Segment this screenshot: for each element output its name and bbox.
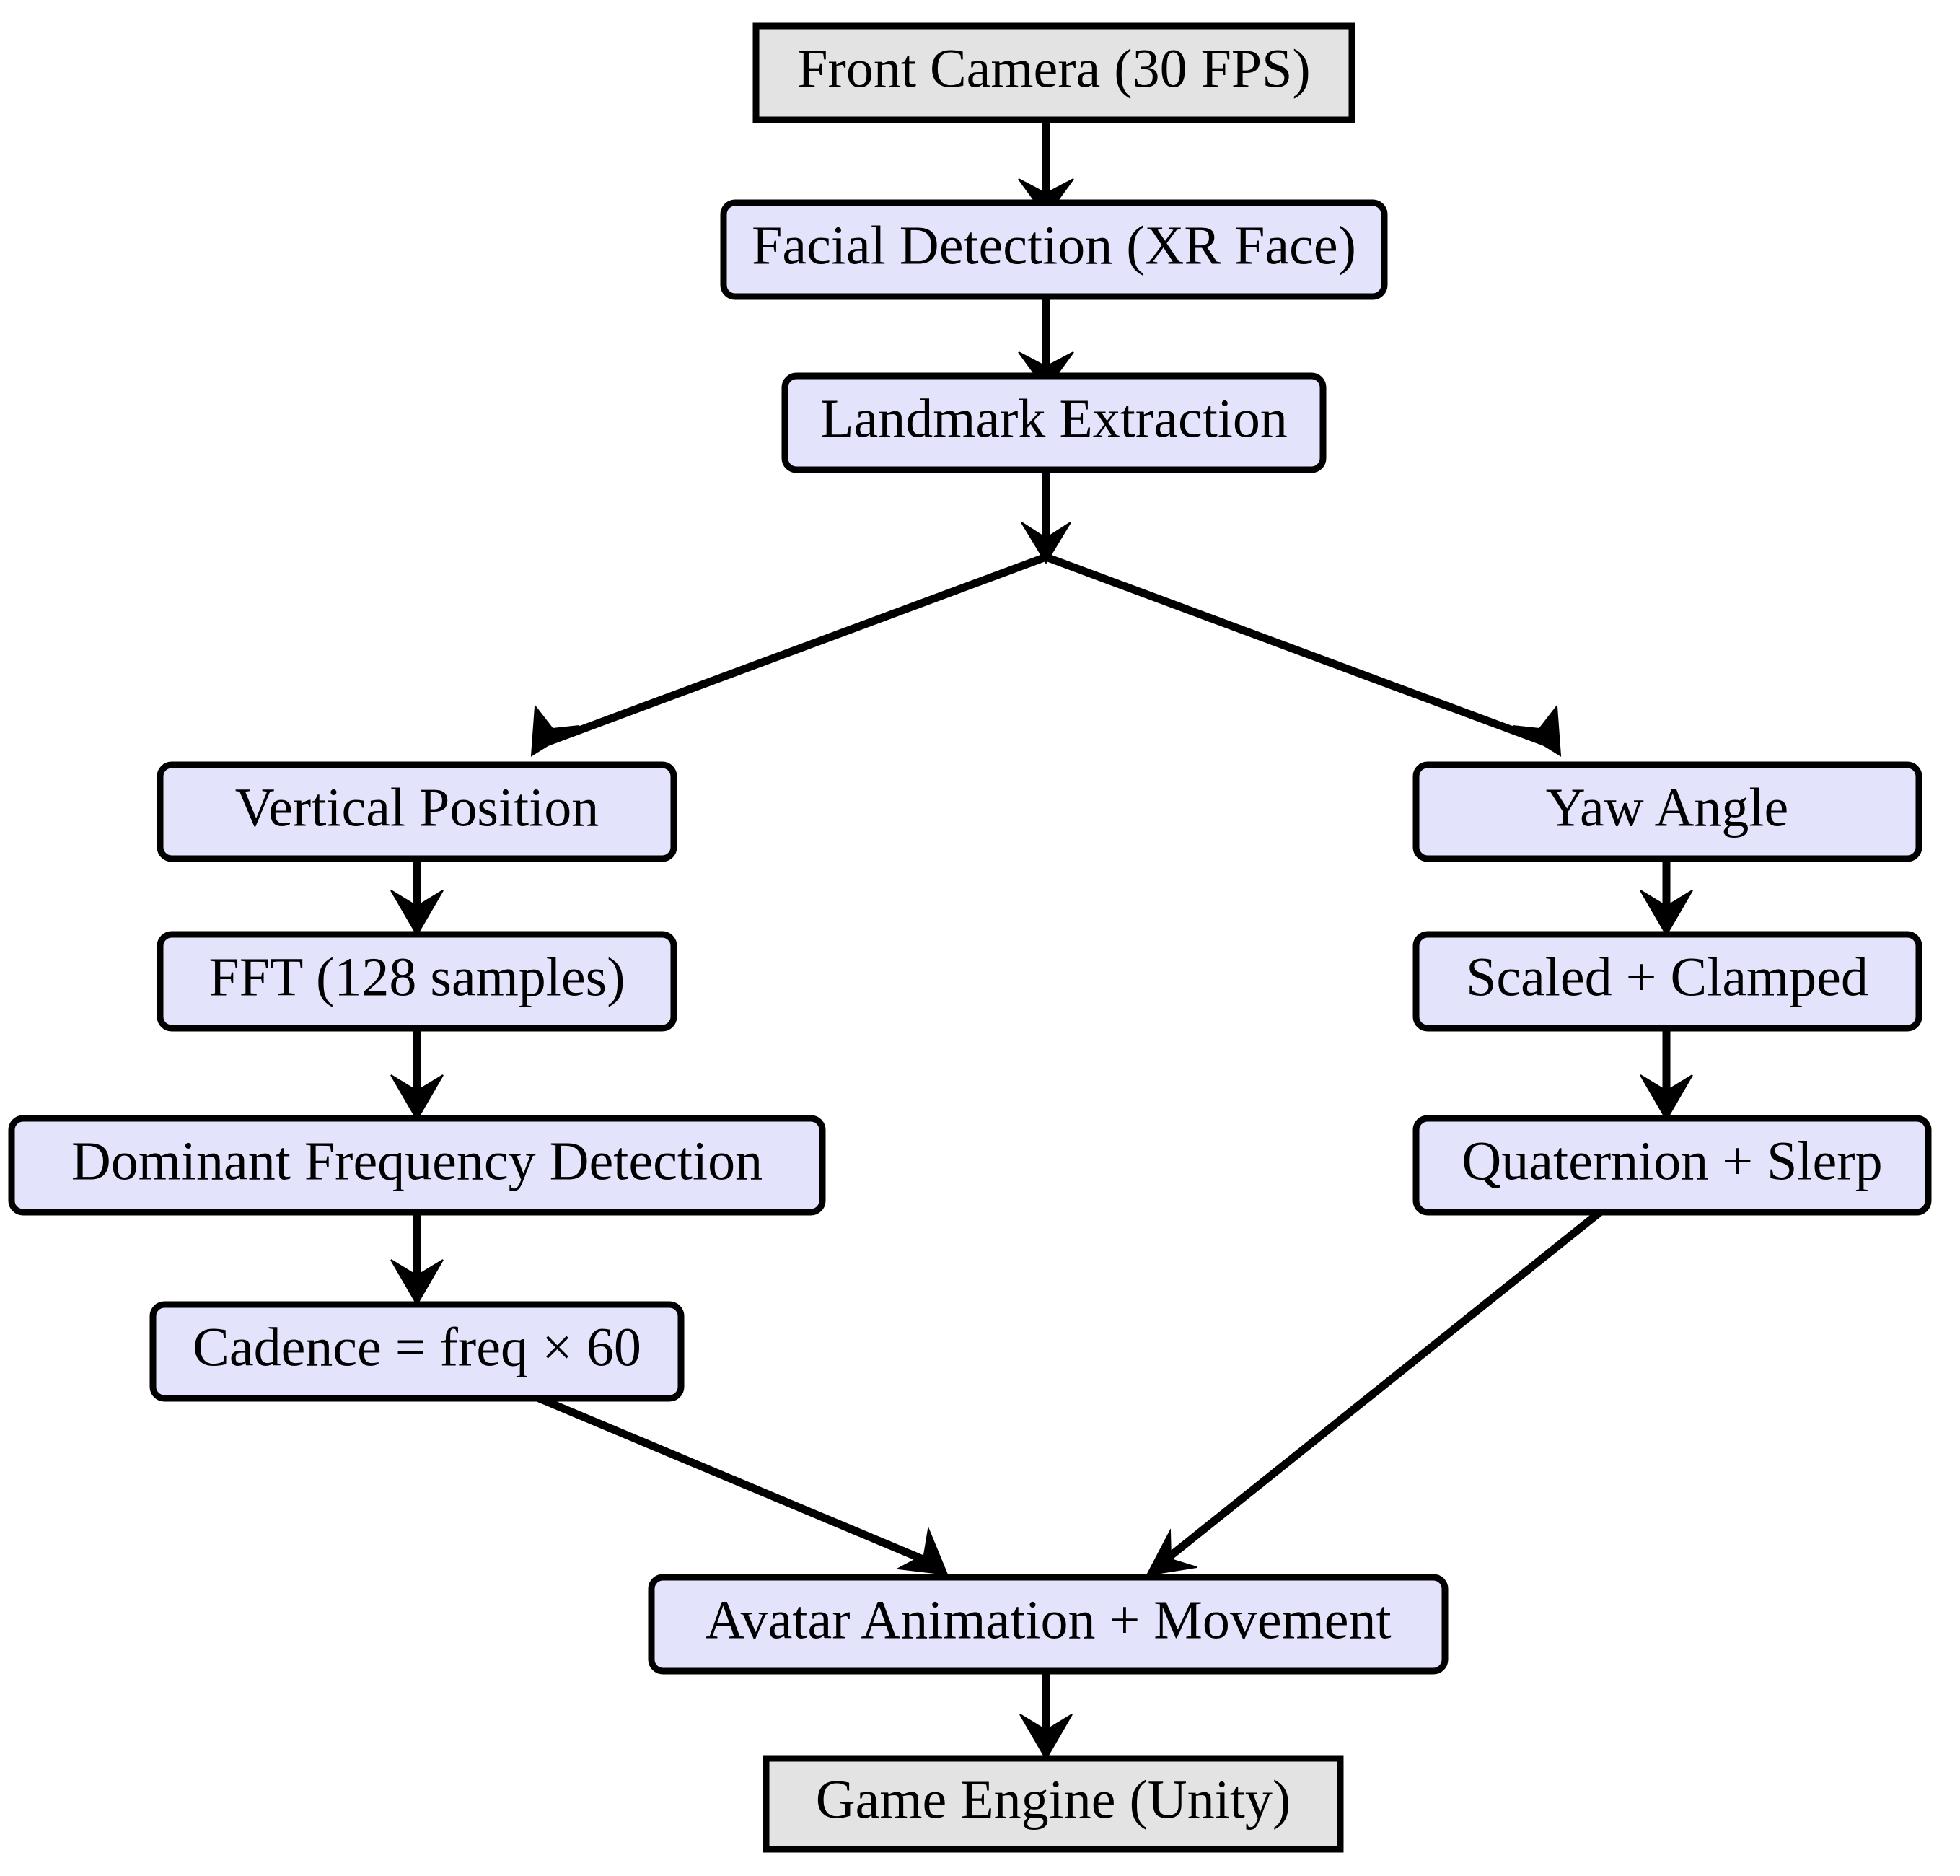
node-facial-detection-shape[interactable] [720,199,1388,300]
node-landmark-extraction-shape[interactable] [781,372,1327,473]
node-avatar-animation[interactable]: Avatar Animation + Movement [648,1574,1449,1675]
node-front-camera-label: Front Camera (30 FPS) [797,38,1310,99]
node-front-camera-shape[interactable] [752,22,1355,123]
edge-quaternion-slerp-to-avatar-animation [1146,1209,1603,1577]
node-scaled-clamped[interactable]: Scaled + Clamped [1412,931,1922,1032]
edge-landmark-extraction-to-vertical-position [530,553,1047,757]
edge-scaled-clamped-to-quaternion-slerp [1640,1028,1693,1121]
node-fft-label: FFT (128 samples) [208,947,625,1007]
node-avatar-animation-shape[interactable] [648,1574,1449,1675]
node-cadence[interactable]: Cadence = freq × 60 [149,1301,685,1402]
node-quaternion-slerp[interactable]: Quaternion + Slerp [1412,1115,1932,1216]
edge-landmark-extraction-fork [1021,470,1071,564]
node-dominant-frequency-shape[interactable] [8,1115,826,1216]
node-game-engine-label: Game Engine (Unity) [816,1769,1291,1830]
edge-dominant-frequency-to-cadence [390,1212,444,1306]
node-facial-detection-label: Facial Detection (XR Face) [752,215,1356,276]
node-scaled-clamped-shape[interactable] [1412,931,1922,1032]
node-cadence-label: Cadence = freq × 60 [193,1317,641,1377]
node-vertical-position-label: Vertical Position [235,777,599,838]
node-dominant-frequency[interactable]: Dominant Frequency Detection [8,1115,826,1216]
node-landmark-extraction[interactable]: Landmark Extraction [781,372,1327,473]
edge-yaw-angle-to-scaled-clamped [1640,859,1693,937]
edge-avatar-animation-to-game-engine [1019,1671,1073,1761]
node-yaw-angle-label: Yaw Angle [1546,777,1788,838]
node-yaw-angle[interactable]: Yaw Angle [1412,761,1922,862]
node-cadence-shape[interactable] [149,1301,685,1402]
edge-landmark-extraction-to-yaw-angle [1045,553,1562,757]
edge-fft-to-dominant-frequency [390,1028,444,1121]
node-dominant-frequency-label: Dominant Frequency Detection [71,1131,763,1191]
edge-layer [390,120,1693,1761]
node-layer: Front Camera (30 FPS) Facial Detection (… [8,22,1932,1853]
node-vertical-position[interactable]: Vertical Position [157,761,677,862]
node-scaled-clamped-label: Scaled + Clamped [1466,947,1868,1007]
node-game-engine-shape[interactable] [763,1755,1344,1853]
edge-cadence-to-avatar-animation [527,1390,949,1576]
node-front-camera[interactable]: Front Camera (30 FPS) [752,22,1355,123]
node-vertical-position-shape[interactable] [157,761,677,862]
edge-facial-detection-to-landmark-extraction [1018,297,1074,391]
node-fft-shape[interactable] [157,931,677,1032]
edge-front-camera-to-facial-detection [1018,120,1074,218]
node-facial-detection[interactable]: Facial Detection (XR Face) [720,199,1388,300]
node-fft[interactable]: FFT (128 samples) [157,931,677,1032]
edge-vertical-position-to-fft [390,859,444,937]
node-quaternion-slerp-label: Quaternion + Slerp [1462,1131,1882,1191]
node-game-engine[interactable]: Game Engine (Unity) [763,1755,1344,1853]
node-yaw-angle-shape[interactable] [1412,761,1922,862]
node-landmark-extraction-label: Landmark Extraction [820,388,1288,449]
node-avatar-animation-label: Avatar Animation + Movement [705,1590,1391,1650]
node-quaternion-slerp-shape[interactable] [1412,1115,1932,1216]
